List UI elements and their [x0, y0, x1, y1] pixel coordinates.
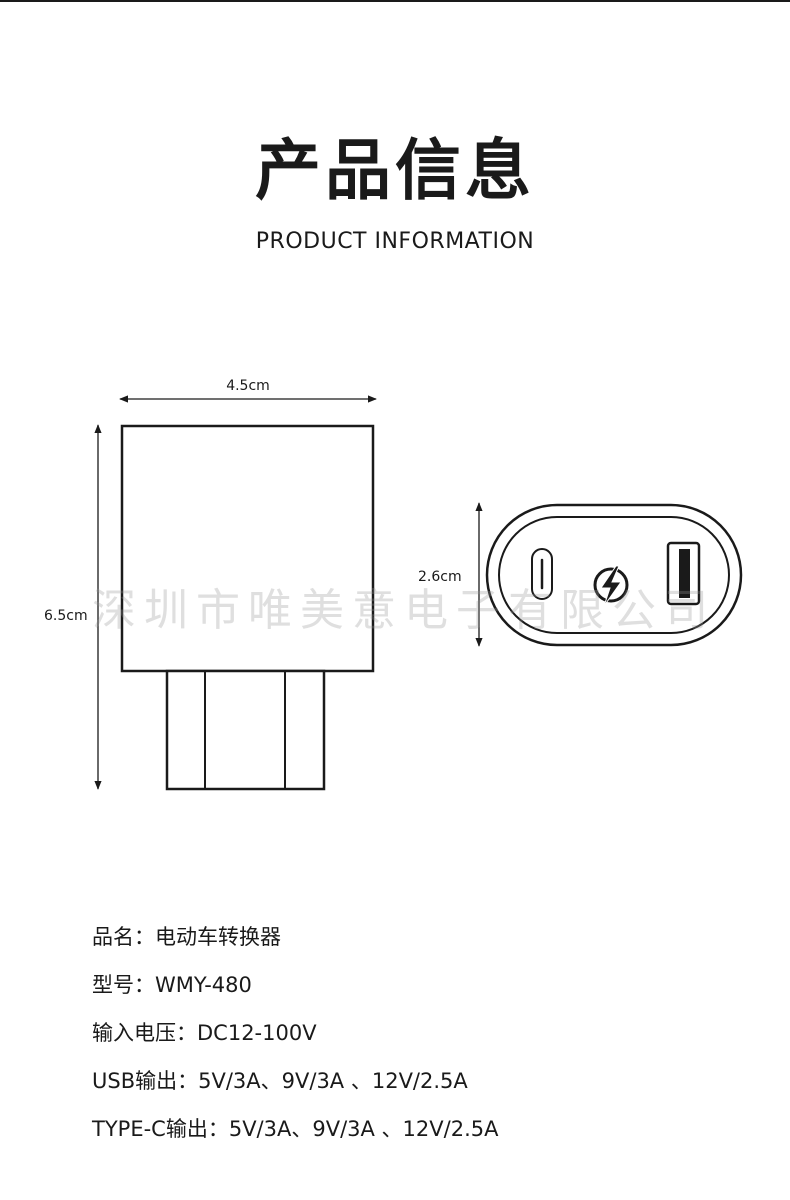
spec-label: 型号： — [92, 973, 155, 997]
width-label: 4.5cm — [226, 378, 270, 394]
depth-dimension: 2.6cm — [418, 502, 483, 647]
width-dimension: 4.5cm — [119, 378, 377, 403]
spec-row-type-c-output: TYPE-C输出：5V/3A、9V/3A 、12V/2.5A — [92, 1110, 772, 1158]
top-border-line — [0, 0, 790, 2]
charger-plug — [165, 669, 326, 791]
height-label: 6.5cm — [44, 608, 88, 624]
company-watermark: 深圳市唯美意电子有限公司 — [92, 585, 716, 636]
spec-value: 电动车转换器 — [155, 925, 281, 949]
spec-row-model: 型号：WMY-480 — [92, 966, 772, 1014]
spec-row-usb-output: USB输出：5V/3A、9V/3A 、12V/2.5A — [92, 1062, 772, 1110]
page-title: 产品信息 — [255, 132, 535, 209]
spec-list: 品名：电动车转换器 型号：WMY-480 输入电压：DC12-100V USB输… — [92, 918, 772, 1158]
depth-label: 2.6cm — [418, 569, 462, 585]
charger-body-front-view — [120, 424, 375, 673]
spec-row-input-voltage: 输入电压：DC12-100V — [92, 1014, 772, 1062]
fast-charge-lightning-icon — [593, 565, 629, 607]
spec-value: WMY-480 — [155, 973, 252, 997]
type-c-port-icon — [531, 548, 553, 600]
spec-value: 5V/3A、9V/3A 、12V/2.5A — [228, 1117, 499, 1141]
usb-a-port-icon — [666, 541, 701, 606]
spec-label: TYPE-C输出： — [92, 1117, 229, 1141]
page-subtitle: PRODUCT INFORMATION — [255, 229, 535, 254]
spec-row-product-name: 品名：电动车转换器 — [92, 918, 772, 966]
spec-value: DC12-100V — [197, 1021, 317, 1045]
height-dimension: 6.5cm — [44, 424, 102, 790]
spec-value: 5V/3A、9V/3A 、12V/2.5A — [198, 1069, 468, 1093]
spec-label: 输入电压： — [92, 1021, 197, 1045]
spec-label: USB输出： — [92, 1069, 199, 1093]
spec-label: 品名： — [92, 925, 155, 949]
